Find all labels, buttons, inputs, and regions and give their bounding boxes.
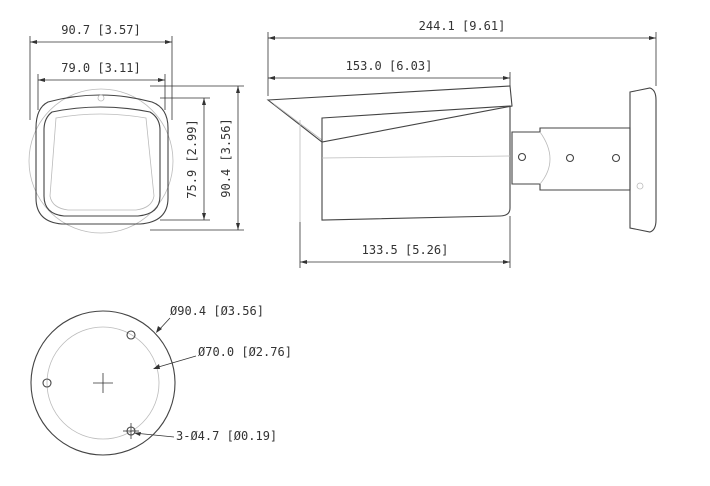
base-holes-label: 3-Ø4.7 [Ø0.19] (176, 429, 277, 443)
side-bracket-screw-3 (611, 153, 621, 163)
side-body-outline (321, 105, 511, 221)
front-top-screw (97, 94, 105, 102)
base-outer-circle (30, 310, 176, 456)
side-hood-length-arrow-right (503, 76, 510, 80)
side-base-screw (636, 182, 644, 190)
front-view: 90.7 [3.57] 79.0 [3.11] 75.9 [2.99] 90.4… (28, 23, 244, 234)
base-hole-2 (42, 378, 52, 388)
base-pitch-diameter-arrow (153, 364, 160, 369)
base-pitch-circle (46, 326, 160, 440)
side-base-plate (629, 87, 657, 233)
side-bracket-joint (539, 131, 551, 185)
side-bracket-screw-2 (565, 153, 575, 163)
side-sunhood-inner (273, 103, 323, 141)
front-overall-height-arrow-bottom (236, 223, 240, 230)
base-view: Ø90.4 [Ø3.56] Ø70.0 [Ø2.76] 3-Ø4.7 [Ø0.1… (30, 304, 292, 456)
front-body-width-arrow-left (38, 78, 45, 82)
base-pitch-diameter-label: Ø70.0 [Ø2.76] (198, 345, 292, 359)
side-total-length-arrow-right (649, 36, 656, 40)
side-bracket-screw-1 (517, 152, 527, 162)
front-lens-window (43, 106, 161, 217)
side-sunhood-outline (266, 85, 513, 143)
side-body-groove (321, 155, 511, 159)
front-overall-width-arrow-right (165, 40, 172, 44)
side-body-length-arrow-left (300, 260, 307, 264)
base-holes-leader (133, 432, 175, 438)
front-body-width-label: 79.0 [3.11] (61, 61, 140, 75)
front-mount-circle (28, 88, 174, 234)
base-outer-diameter-label: Ø90.4 [Ø3.56] (170, 304, 264, 318)
front-overall-width-label: 90.7 [3.57] (61, 23, 140, 37)
side-body-length-label: 133.5 [5.26] (362, 243, 449, 257)
base-pitch-diameter-leader (154, 355, 197, 369)
side-hood-length-arrow-left (268, 76, 275, 80)
front-overall-width-arrow-left (30, 40, 37, 44)
side-view: 244.1 [9.61] 153.0 [6.03] 133.5 [5.26] (266, 19, 657, 268)
base-outer-diameter-arrow (156, 326, 162, 333)
front-housing-outline (35, 94, 169, 225)
front-body-height-label: 75.9 [2.99] (185, 119, 199, 198)
front-body-width-arrow-right (158, 78, 165, 82)
base-hole-1 (126, 330, 136, 340)
side-total-length-arrow-left (268, 36, 275, 40)
front-body-height-arrow-bottom (202, 213, 206, 220)
front-overall-height-arrow-top (236, 86, 240, 93)
base-holes-arrow (134, 432, 141, 436)
front-overall-height-label: 90.4 [3.56] (219, 118, 233, 197)
side-body-length-arrow-right (503, 260, 510, 264)
side-total-length-label: 244.1 [9.61] (419, 19, 506, 33)
front-inner-rim (49, 113, 155, 211)
front-body-height-arrow-top (202, 98, 206, 105)
side-hood-length-label: 153.0 [6.03] (346, 59, 433, 73)
